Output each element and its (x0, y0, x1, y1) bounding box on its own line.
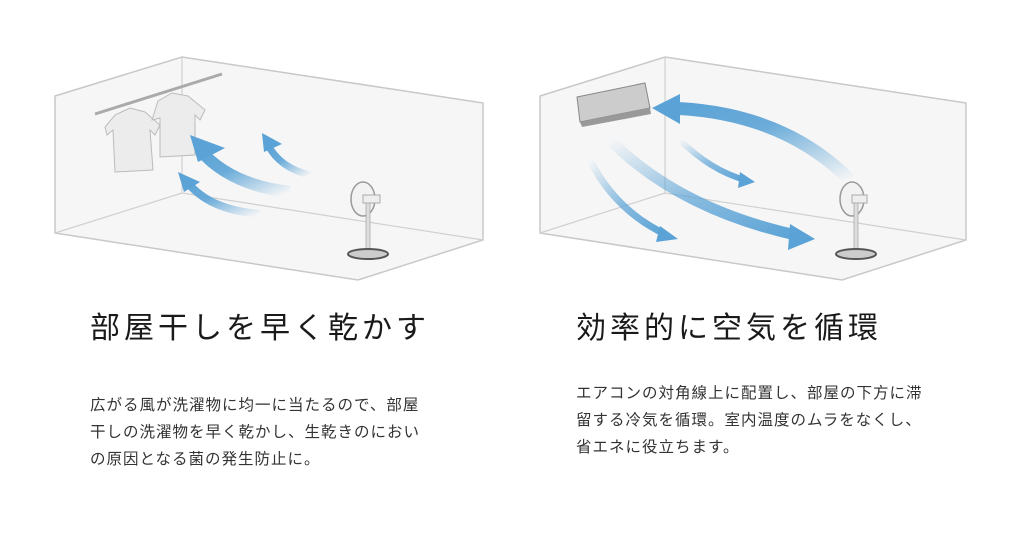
feature-title: 効率的に空気を循環 (576, 311, 882, 346)
feature-description: エアコンの対角線上に配置し、部屋の下方に滞留する冷気を循環。室内温度のムラをなく… (576, 384, 923, 456)
feature-title: 部屋干しを早く乾かす (90, 311, 430, 346)
fan-icon (835, 181, 877, 260)
illustrations (54, 56, 967, 281)
feature-circulation: 効率的に空気を循環 エアコンの対角線上に配置し、部屋の下方に滞留する冷気を循環。… (576, 302, 936, 461)
feature-drying: 部屋干しを早く乾かす 広がる風が洗濯物に均一に当たるので、部屋干しの洗濯物を早く… (90, 302, 430, 473)
hanging-rod (94, 72, 223, 116)
fan-icon (347, 181, 389, 260)
feature-description: 広がる風が洗濯物に均一に当たるので、部屋干しの洗濯物を早く乾かし、生乾きのにおい… (90, 396, 421, 468)
airflow-arrows (586, 94, 855, 250)
air-conditioner-icon (576, 82, 651, 127)
room-drying-illustration (54, 56, 484, 281)
shirt-icon (104, 92, 206, 173)
room-circulation-illustration (539, 56, 967, 281)
airflow-arrows (178, 133, 311, 218)
